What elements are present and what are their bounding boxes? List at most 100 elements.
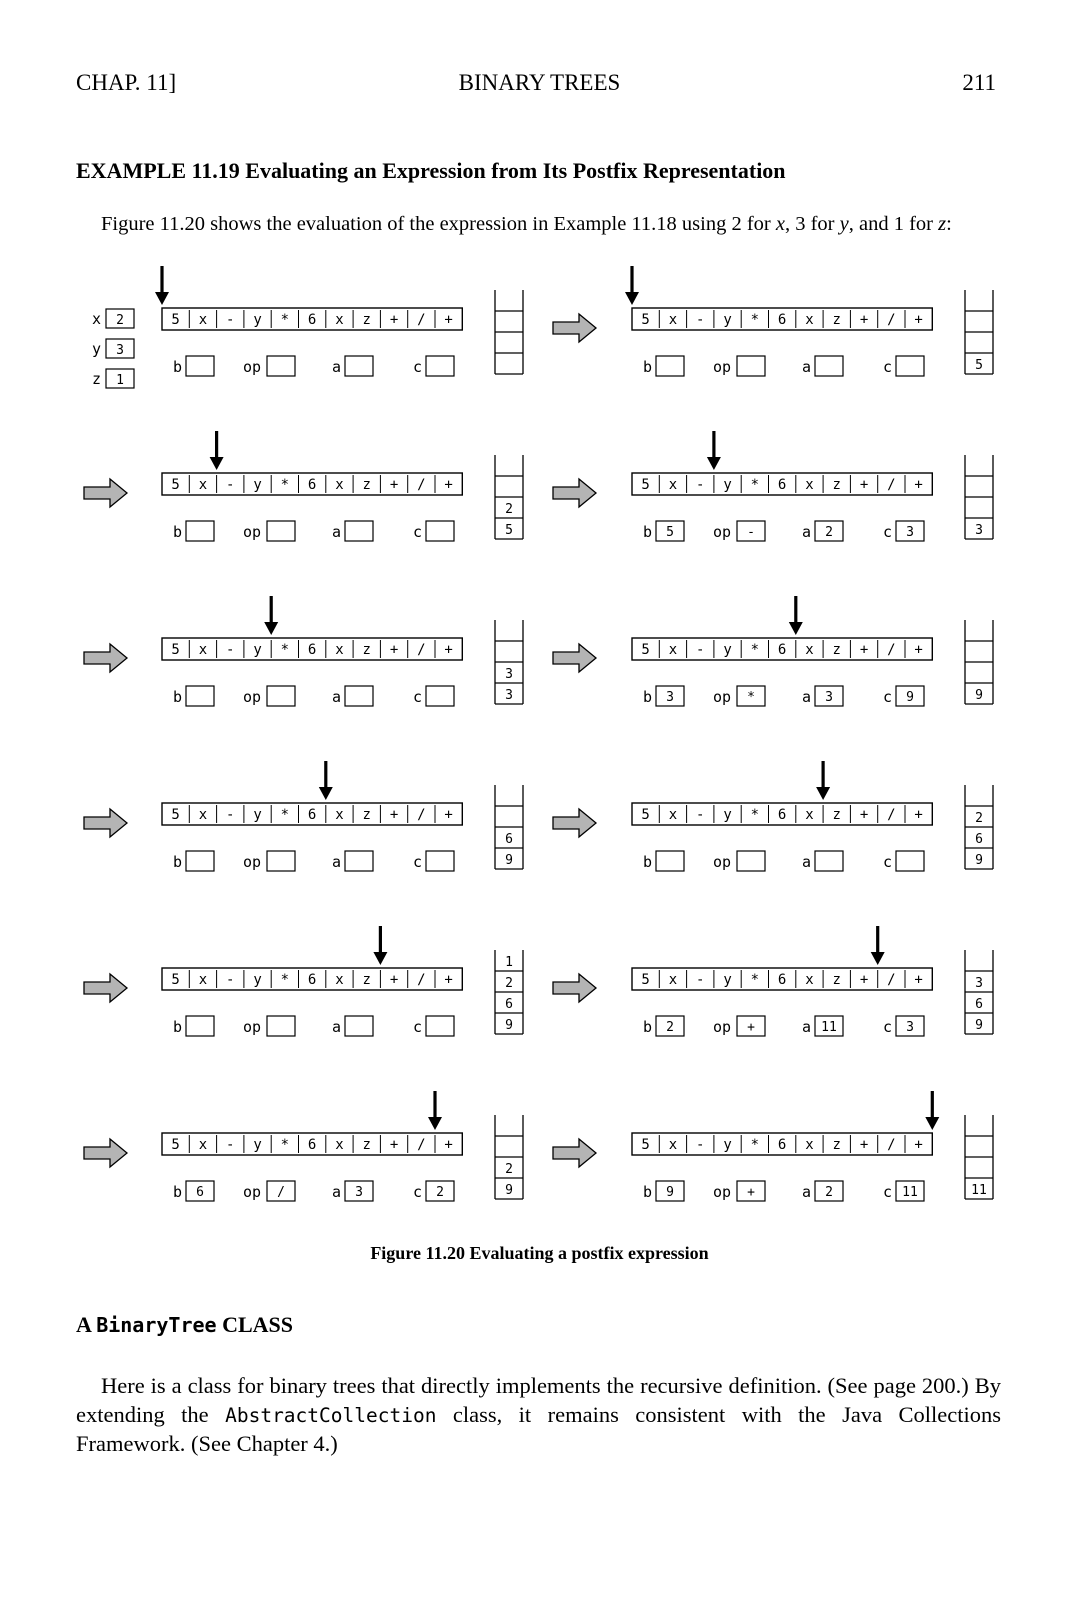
pointer-arrow-icon	[428, 1117, 442, 1130]
stack-value: 1	[505, 955, 513, 970]
register-box	[655, 685, 685, 707]
token-cell: y	[253, 642, 261, 658]
token-cell: +	[914, 312, 922, 328]
token-cell: 5	[641, 807, 649, 823]
token-cell: x	[199, 807, 207, 823]
register-value: *	[747, 690, 755, 705]
token-cell: 6	[778, 312, 786, 328]
register-box	[266, 685, 296, 707]
token-cell: 5	[171, 312, 179, 328]
token-cell: -	[696, 972, 704, 988]
register-label: a	[802, 688, 811, 706]
token-cell: +	[390, 1137, 398, 1153]
stack-value: 11	[971, 1183, 987, 1198]
register-label: b	[173, 523, 182, 541]
register-label: c	[413, 853, 422, 871]
intro-text-1: Figure 11.20 shows the evaluation of the…	[101, 213, 776, 235]
register-label: op	[713, 1183, 731, 1201]
token-cell: *	[281, 1137, 289, 1153]
variable-label: z	[92, 370, 101, 388]
register-value: 11	[821, 1020, 837, 1035]
transition-arrow-icon	[83, 477, 129, 509]
stack-value: 6	[505, 997, 513, 1012]
token-cell: 5	[171, 807, 179, 823]
register-value: 3	[666, 690, 674, 705]
register-box	[895, 520, 925, 542]
transition-arrow-icon	[552, 477, 598, 509]
token-cell: 5	[641, 477, 649, 493]
page-number: 211	[962, 70, 996, 95]
register-box	[736, 685, 766, 707]
token-cell: z	[363, 972, 371, 988]
token-cell: -	[226, 477, 234, 493]
intro-text-3: , and 1 for	[848, 213, 939, 235]
register-value: 9	[666, 1185, 674, 1200]
register-label: c	[883, 853, 892, 871]
register-value: 3	[355, 1185, 363, 1200]
register-box	[736, 1015, 766, 1037]
register-box	[895, 685, 925, 707]
token-cell: x	[805, 477, 813, 493]
pointer-arrow-icon	[706, 457, 721, 470]
register-label: b	[173, 1183, 182, 1201]
token-cell: z	[833, 1137, 841, 1153]
stack-value: 6	[975, 997, 983, 1012]
token-cell: y	[723, 312, 731, 328]
register-label: c	[883, 1183, 892, 1201]
running-header-title: BINARY TREES	[458, 70, 621, 95]
register-label: a	[802, 358, 811, 376]
token-cell: z	[833, 972, 841, 988]
pointer-arrow-icon	[264, 622, 279, 635]
register-label: op	[243, 853, 261, 871]
paragraph-code: AbstractCollection	[225, 1403, 437, 1427]
token-cell: 6	[308, 477, 316, 493]
token-cell: +	[860, 1137, 868, 1153]
register-label: a	[802, 523, 811, 541]
token-cell: +	[390, 807, 398, 823]
body-paragraph: Here is a class for binary trees that di…	[76, 1372, 1001, 1459]
token-cell: 5	[171, 1137, 179, 1153]
register-label: a	[802, 1183, 811, 1201]
register-box	[344, 355, 374, 377]
token-cell: x	[335, 972, 343, 988]
token-cell: /	[417, 477, 425, 493]
token-cell: y	[253, 807, 261, 823]
intro-text-4: :	[946, 213, 952, 235]
token-cell: +	[860, 312, 868, 328]
register-box	[814, 850, 844, 872]
token-array-frame	[161, 637, 463, 661]
token-cell: z	[833, 312, 841, 328]
variable-label: x	[92, 310, 101, 328]
token-array-frame	[631, 802, 933, 826]
token-cell: /	[887, 642, 895, 658]
token-cell: x	[199, 477, 207, 493]
token-cell: /	[887, 477, 895, 493]
register-label: b	[643, 1018, 652, 1036]
register-label: b	[643, 853, 652, 871]
register-value: 3	[825, 690, 833, 705]
token-cell: 6	[778, 807, 786, 823]
register-box	[895, 1015, 925, 1037]
register-box	[425, 850, 455, 872]
token-cell: +	[444, 1137, 452, 1153]
register-label: c	[413, 1018, 422, 1036]
token-cell: +	[390, 312, 398, 328]
token-cell: x	[669, 477, 677, 493]
token-cell: -	[696, 312, 704, 328]
register-value: 5	[666, 525, 674, 540]
register-label: b	[643, 1183, 652, 1201]
register-box	[814, 1180, 844, 1202]
register-box	[655, 1015, 685, 1037]
example-intro: Figure 11.20 shows the evaluation of the…	[101, 213, 952, 236]
register-box	[895, 355, 925, 377]
variable-value: 1	[116, 373, 124, 388]
register-label: op	[713, 1018, 731, 1036]
register-label: op	[243, 1018, 261, 1036]
register-value: 3	[906, 525, 914, 540]
token-cell: +	[444, 312, 452, 328]
stack-value: 9	[505, 853, 513, 868]
register-label: c	[883, 688, 892, 706]
token-cell: *	[281, 807, 289, 823]
pointer-arrow-icon	[816, 787, 831, 800]
